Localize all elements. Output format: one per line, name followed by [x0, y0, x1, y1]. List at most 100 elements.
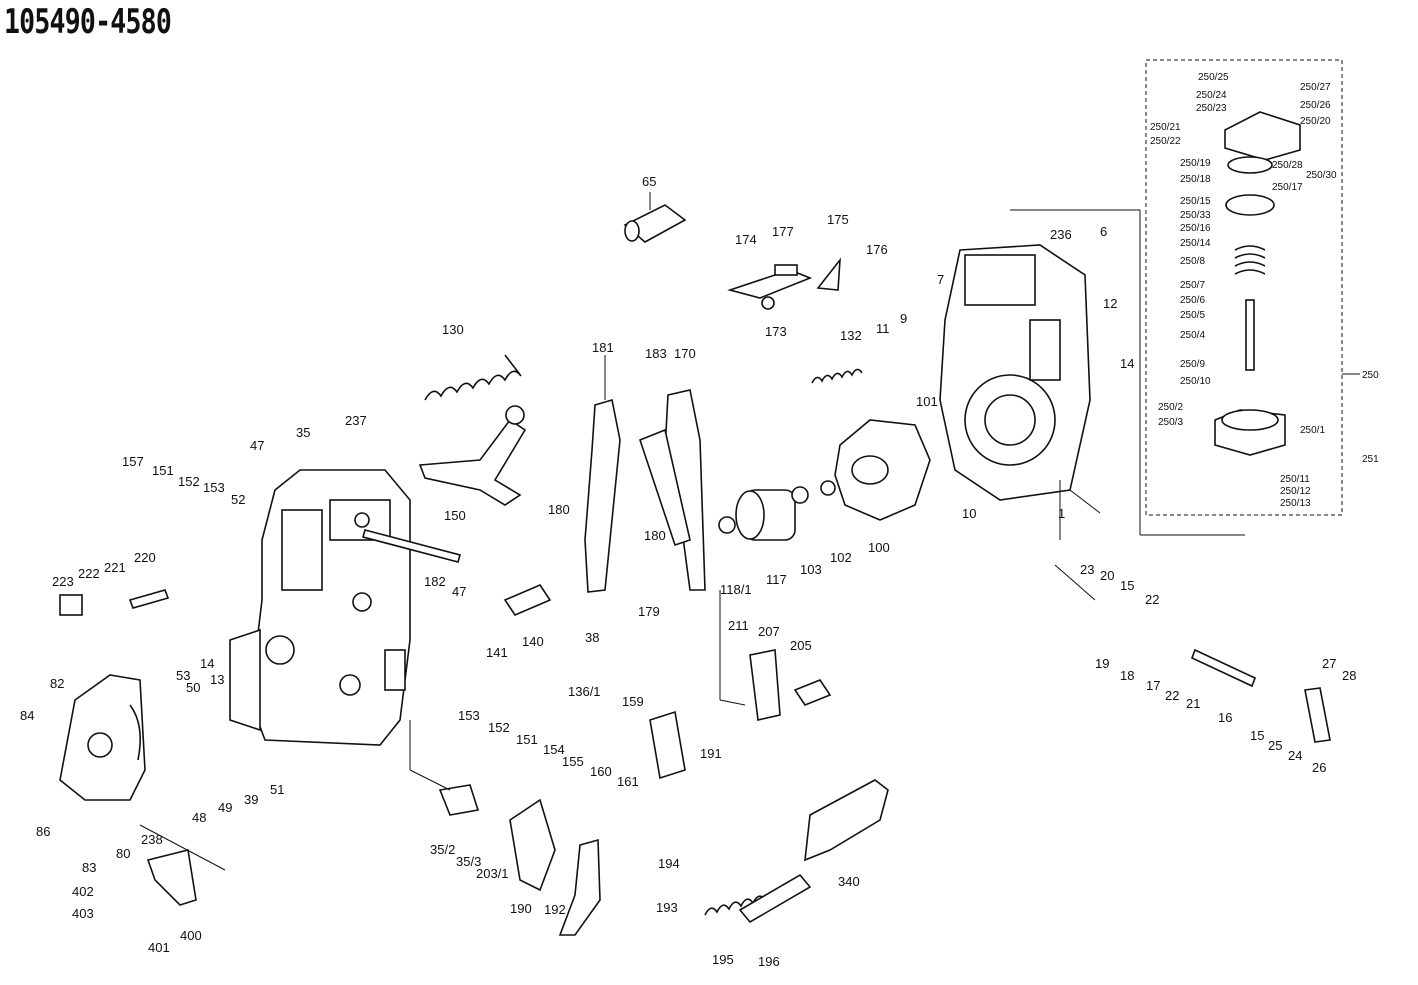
- pin-205: [793, 679, 832, 706]
- label: 50: [186, 680, 200, 695]
- cover-plate-80: [59, 674, 146, 801]
- label: 132: [840, 328, 862, 343]
- label: 250/8: [1180, 256, 1205, 267]
- label: 150: [444, 508, 466, 523]
- governor-housing-part: [939, 244, 1091, 501]
- label: 7: [937, 272, 944, 287]
- label: 118/1: [720, 582, 752, 597]
- label: 10: [962, 506, 976, 521]
- label: 35/3: [456, 854, 481, 869]
- label: 250/14: [1180, 238, 1211, 249]
- lever-181: [584, 398, 621, 593]
- label: 250/6: [1180, 295, 1205, 306]
- leader-lines: [139, 192, 1360, 871]
- label: 195: [712, 952, 734, 967]
- diagram-title: 105490-4580: [4, 2, 172, 42]
- label: 193: [656, 900, 678, 915]
- label: 17: [1146, 678, 1160, 693]
- label: 190: [510, 901, 532, 916]
- lever-plate: [639, 428, 691, 547]
- label: 211: [728, 618, 749, 633]
- label: 250/3: [1158, 417, 1183, 428]
- bracket-175: [816, 257, 841, 291]
- label: 152: [488, 720, 510, 735]
- label: 401: [148, 940, 170, 955]
- label: 191: [700, 746, 722, 761]
- bolt-220: [128, 589, 170, 609]
- label: 22: [1165, 688, 1179, 703]
- label: 340: [838, 874, 860, 889]
- shaft-16: [1190, 648, 1257, 688]
- label: 20: [1100, 568, 1114, 583]
- label: 250/17: [1272, 182, 1303, 193]
- label: 174: [735, 232, 757, 247]
- label: 13: [210, 672, 224, 687]
- label: 250/4: [1180, 330, 1205, 341]
- label: 160: [590, 764, 612, 779]
- label: 250/28: [1272, 160, 1303, 171]
- label: 181: [592, 340, 614, 355]
- label: 220: [134, 550, 156, 565]
- label: 80: [116, 846, 130, 861]
- label: 140: [522, 634, 544, 649]
- spring-130: [424, 354, 522, 401]
- label: 101: [916, 394, 938, 409]
- ring-118-1: [718, 516, 736, 534]
- label: 176: [866, 242, 888, 257]
- label: 22: [1145, 592, 1159, 607]
- label: 159: [622, 694, 644, 709]
- label: 153: [458, 708, 480, 723]
- label: 207: [758, 624, 780, 639]
- bracket-174: [727, 269, 813, 299]
- washer-103: [791, 486, 809, 504]
- label: 250/10: [1180, 376, 1211, 387]
- label: 14: [1120, 356, 1134, 371]
- part-number-labels: 65 174 177 175 176 173 236 6 7 12 14 130…: [20, 72, 1379, 969]
- label: 250/5: [1180, 310, 1205, 321]
- pin-182: [362, 529, 461, 563]
- label: 24: [1288, 748, 1302, 763]
- label: 100: [868, 540, 890, 555]
- bracket-400: [146, 849, 197, 906]
- label: 15: [1120, 578, 1134, 593]
- label: 179: [638, 604, 660, 619]
- label: 196: [758, 954, 780, 969]
- label: 47: [452, 584, 466, 599]
- label: 84: [20, 708, 34, 723]
- assembly-250-box: [1145, 59, 1343, 516]
- label: 18: [1120, 668, 1134, 683]
- label: 65: [642, 174, 656, 189]
- lever-192: [558, 838, 601, 936]
- label: 27: [1322, 656, 1336, 671]
- label: 250/13: [1280, 498, 1311, 509]
- label: 222: [78, 566, 100, 581]
- label: 223: [52, 574, 74, 589]
- label: 151: [516, 732, 538, 747]
- label: 152: [178, 474, 200, 489]
- label: 221: [104, 560, 126, 575]
- label: 250/30: [1306, 170, 1337, 181]
- label: 16: [1218, 710, 1232, 725]
- label: 180: [644, 528, 666, 543]
- label: 26: [1312, 760, 1326, 775]
- label: 35: [296, 425, 310, 440]
- cam-140: [503, 584, 552, 616]
- sleeve-part: [735, 489, 796, 541]
- label: 1: [1058, 506, 1065, 521]
- spring-132: [811, 368, 863, 384]
- label: 141: [486, 645, 508, 660]
- label: 25: [1268, 738, 1282, 753]
- label: 400: [180, 928, 202, 943]
- label: 192: [544, 902, 566, 917]
- label: 23: [1080, 562, 1094, 577]
- label: 170: [674, 346, 696, 361]
- lever-190: [509, 798, 556, 892]
- label: 47: [250, 438, 264, 453]
- label: 250/16: [1180, 223, 1211, 234]
- label: 177: [772, 224, 794, 239]
- label: 136/1: [568, 684, 601, 699]
- label: 130: [442, 322, 464, 337]
- label: 173: [765, 324, 787, 339]
- label: 53: [176, 668, 190, 683]
- washer-102: [820, 480, 836, 496]
